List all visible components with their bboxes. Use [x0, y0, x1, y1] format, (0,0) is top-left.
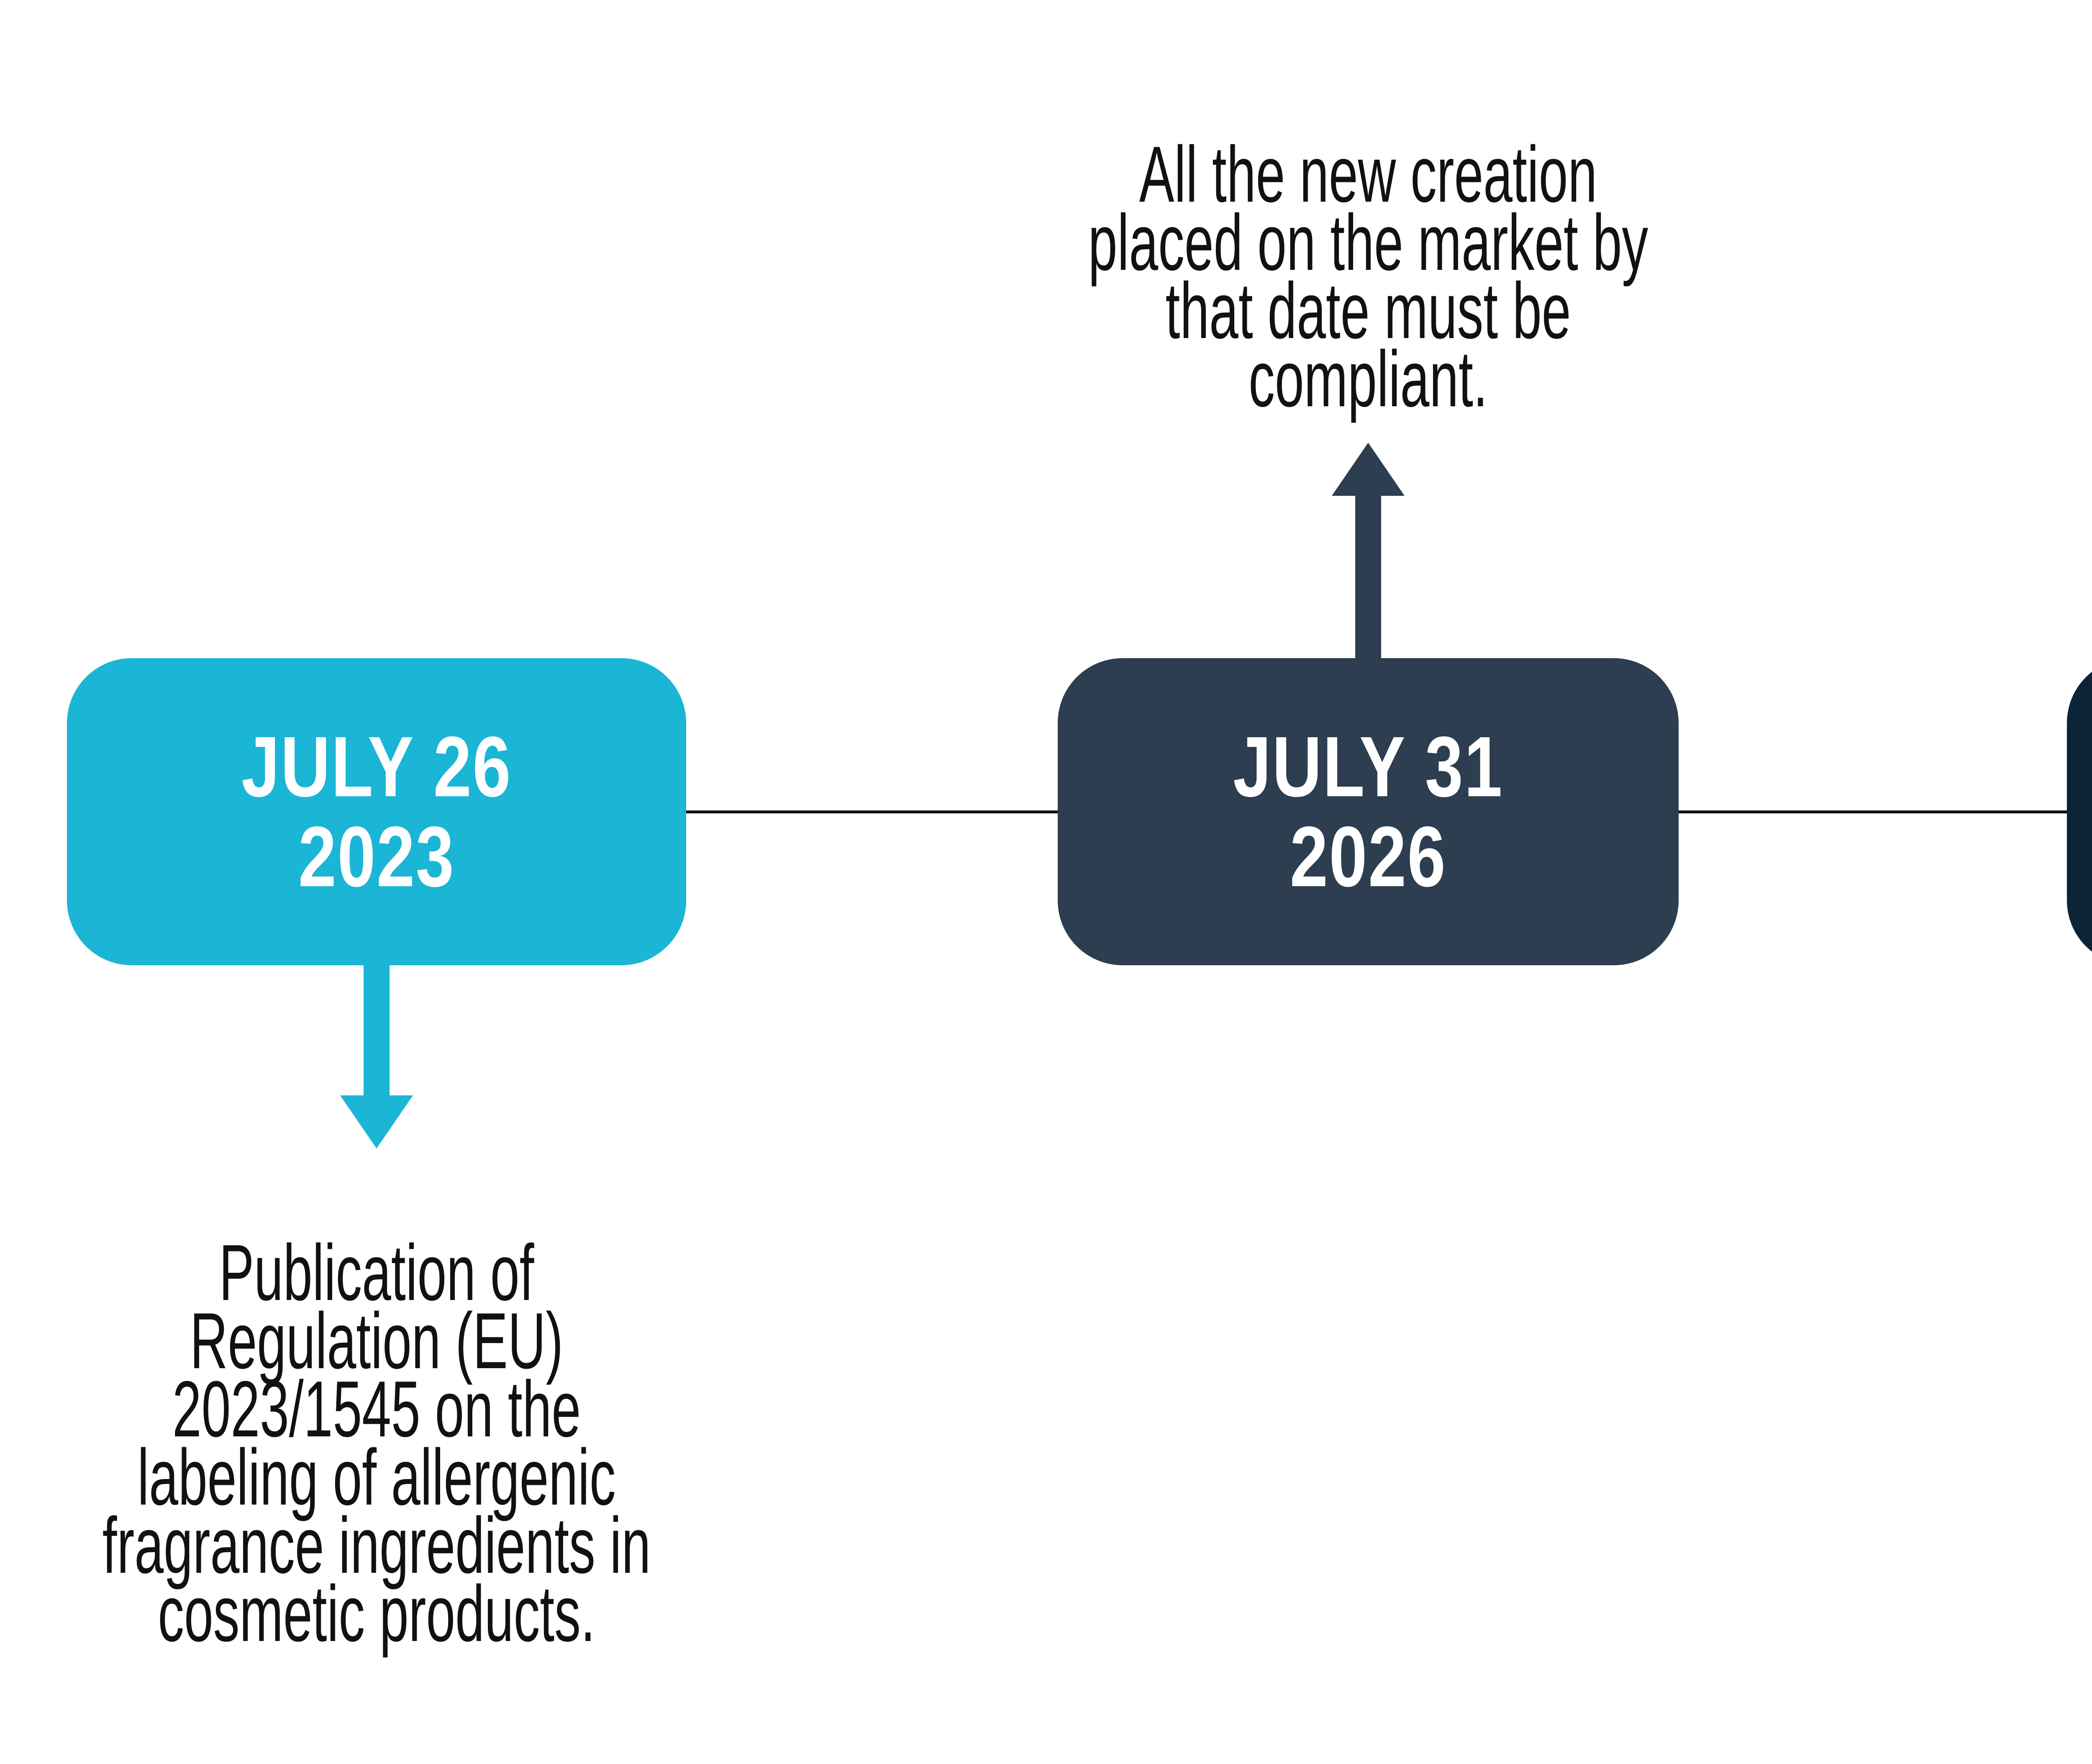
event-compliance-deadline-arrow-stem [1355, 495, 1381, 660]
event-compliance-deadline-date: JULY 31 2026 [1233, 719, 1503, 905]
event-publication-date: JULY 26 2023 [241, 719, 512, 905]
event-withdrawal-date-box: JULY 31 2028 [2067, 658, 2092, 965]
event-publication-date-box: JULY 26 2023 [67, 658, 686, 965]
event-withdrawal-description: Withdrawal from the market of non-compli… [2071, 1239, 2092, 1444]
up-arrowhead [1332, 443, 1405, 496]
event-publication-description: Publication of Regulation (EU) 2023/1545… [102, 1228, 651, 1658]
down-arrow-icon [340, 1095, 413, 1149]
event-compliance-deadline-description: All the new creation placed on the marke… [1088, 130, 1648, 423]
down-arrowhead [340, 1095, 413, 1149]
up-arrow-icon [1332, 443, 1405, 496]
event-compliance-deadline-date-box: JULY 31 2026 [1058, 658, 1679, 965]
event-publication-arrow-stem [364, 964, 390, 1096]
